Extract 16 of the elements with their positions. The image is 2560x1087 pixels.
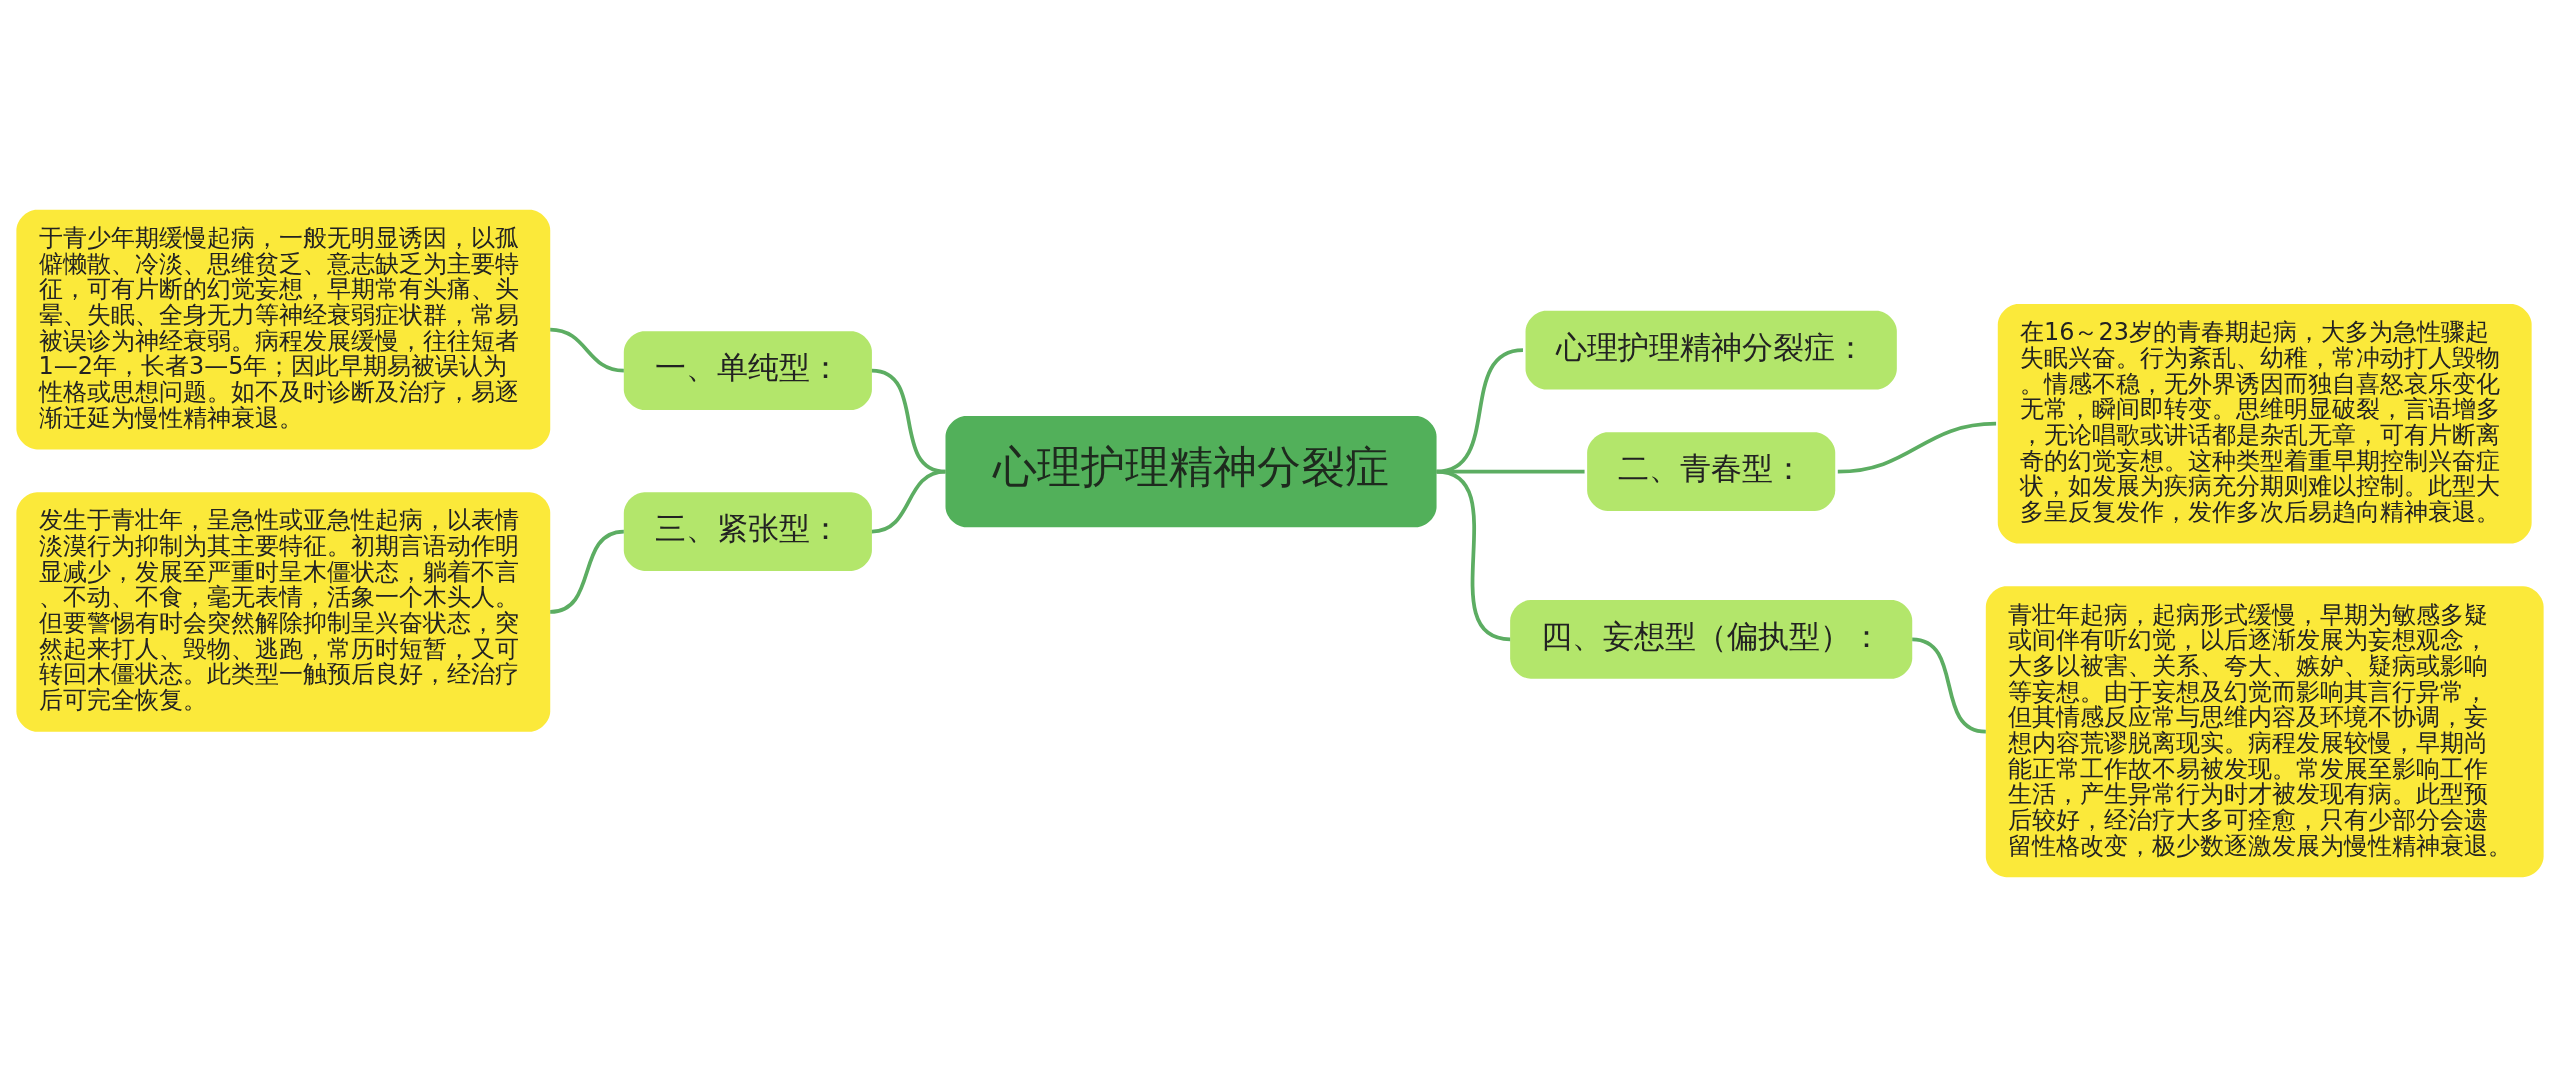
- node-box: 二、青春型：: [1587, 432, 1836, 511]
- connector: [1837, 421, 1997, 474]
- node-box: 青壮年起病，起病形式缓慢，早期为敏感多疑或间伴有听幻觉，以后逐渐发展为妄想观念，大多以被害、关系、夸大、嫉妒、疑病或影响等妄想。由于妄想及幻觉而影响其言行异常，但其情感反应常与思维内容及环境不协调，妄想内容荒谬脱离现实。病程发展较慢，早期尚能正常工作故不易被发现。常发展至影响工作生活，产生异常行为时才被发现有病。此型预后较好，经治疗大多可痊愈，只有少部分会遗留性格改变，极少数逐激发展为慢性精神衰退。: [1985, 586, 2544, 878]
- connector: [1436, 469, 1511, 642]
- node-box: 一、单纯型：: [623, 331, 872, 411]
- connector: [1911, 637, 1987, 734]
- node-box: 心理护理精神分裂症: [945, 416, 1437, 528]
- node-box: 心理护理精神分裂症：: [1525, 310, 1897, 390]
- node-box: 三、紧张型：: [623, 492, 872, 571]
- node-box: 于青少年期缓慢起病，一般无明显诱因，以孤僻懒散、冷淡、思维贫乏、意志缺乏为主要特征，可有片断的幻觉妄想，早期常有头痛、头晕、失眠、全身无力等神经衰弱症状群，常易被误诊为神经衰弱。病程发展缓慢，往往短者1—2年，长者3—5年；因此早期易被误认为性格或思想问题。如不及时诊断及治疗，易逐渐迁延为慢性精神衰退。: [16, 209, 551, 450]
- node-box: 发生于青壮年，呈急性或亚急性起病，以表情淡漠行为抑制为其主要特征。初期言语动作明显减少，发展至严重时呈木僵状态，躺着不言、不动、不食，毫无表情，活象一个木头人。但要警惕有时会突然解除抑制呈兴奋状态，突然起来打人、毁物、逃跑，常历时短暂，又可转回木僵状态。此类型一触预后良好，经治疗后可完全恢复。: [16, 492, 551, 732]
- connector: [550, 327, 624, 373]
- connector: [871, 469, 946, 534]
- connector: [549, 529, 625, 614]
- node-box: 在16～23岁的青春期起病，大多为急性骤起失眠兴奋。行为紊乱、幼稚，常冲动打人毁物。情感不稳，无外界诱因而独自喜怒哀乐变化无常，瞬间即转变。思维明显破裂，言语增多，无论唱歌或讲话都是杂乱无章，可有片断离奇的幻觉妄想。这种类型着重早期控制兴奋症状，如发展为疾病充分期则难以控制。此型大多呈反复发作，发作多次后易趋向精神衰退。: [1997, 303, 2532, 544]
- node-box: 四、妄想型（偏执型）：: [1510, 599, 1913, 679]
